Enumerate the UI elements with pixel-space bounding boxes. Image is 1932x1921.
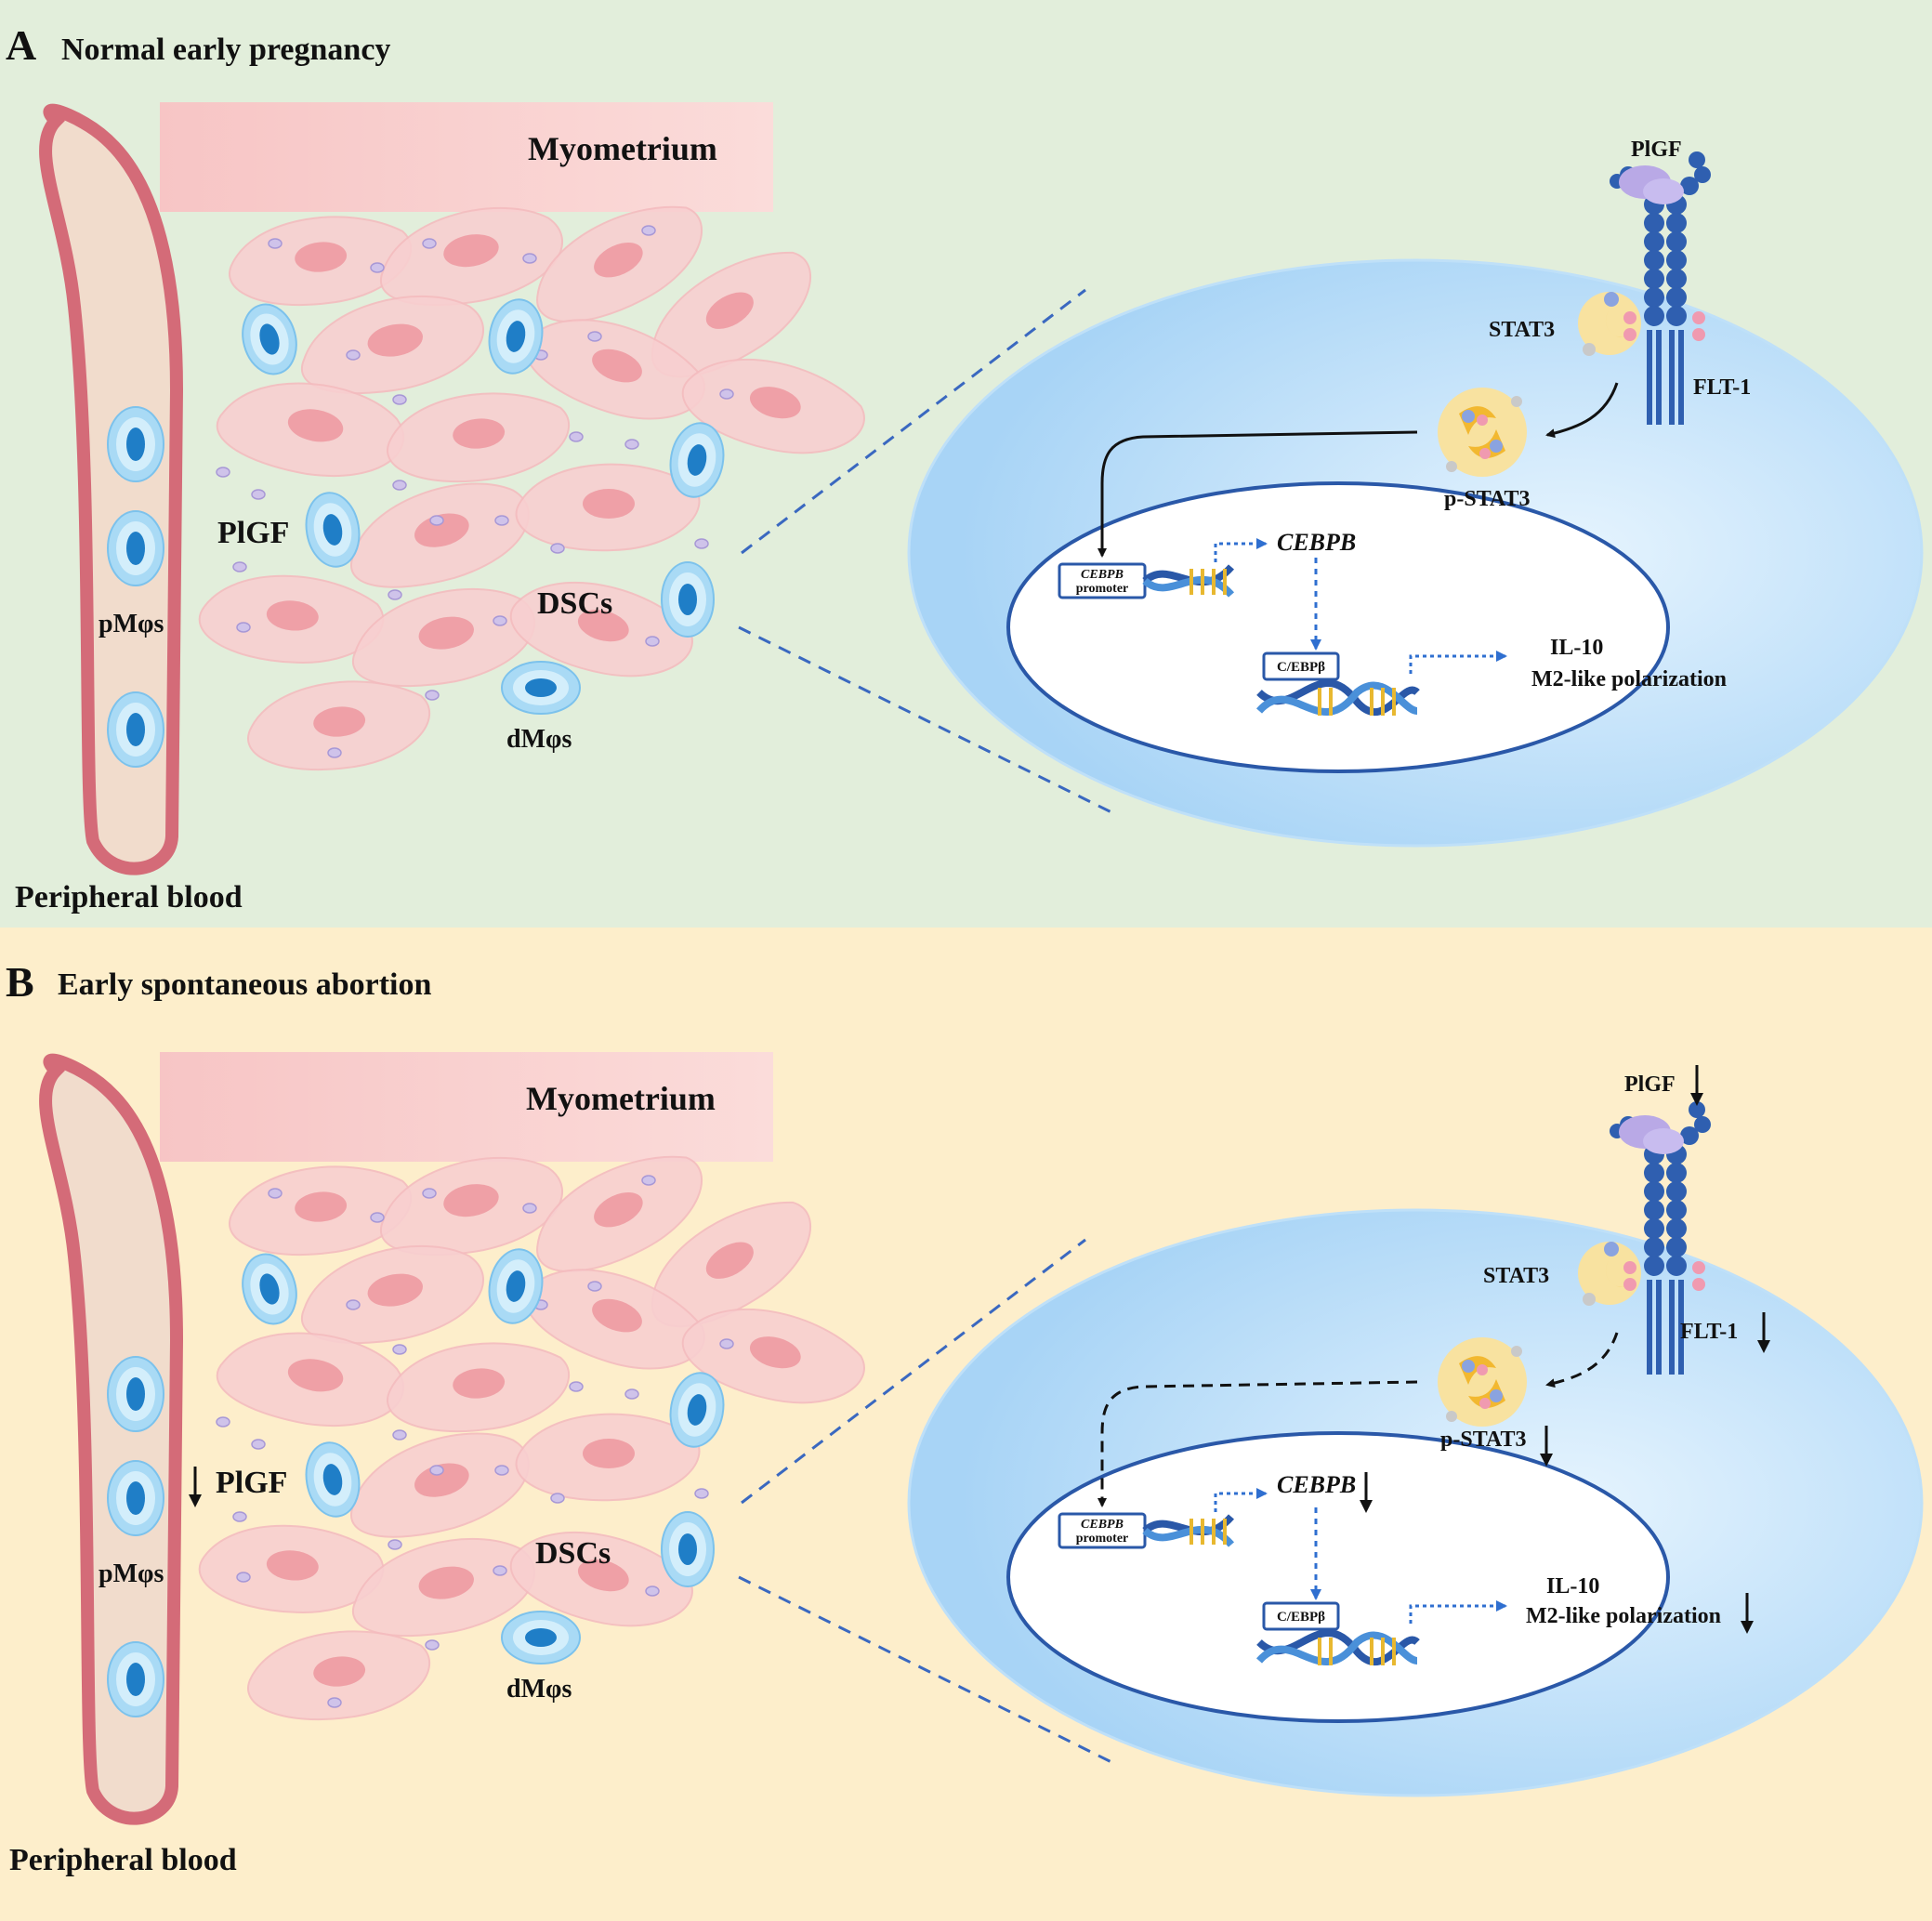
promoter-gene-label: CEBPB	[1081, 1518, 1124, 1532]
pstat3-label: p-STAT3	[1440, 1428, 1526, 1452]
dscs-label: DSCs	[537, 586, 612, 621]
cebpb-protein-label: C/EBPβ	[1277, 660, 1325, 675]
m2-polarization-label: M2-like polarization	[1526, 1604, 1721, 1628]
panel-title: Early spontaneous abortion	[58, 967, 431, 1002]
cebpb-protein-label: C/EBPβ	[1277, 1610, 1325, 1625]
cebpb-gene-label: CEBPB	[1277, 1471, 1356, 1498]
plgf-tissue-label: PlGF	[216, 1466, 287, 1500]
panel-title: Normal early pregnancy	[61, 33, 390, 67]
cebpb-gene-label: CEBPB	[1277, 529, 1356, 556]
panel-letter: B	[6, 958, 34, 1006]
myometrium-label: Myometrium	[526, 1080, 716, 1117]
pstat3-label: p-STAT3	[1444, 487, 1530, 511]
promoter-label: promoter	[1076, 582, 1129, 596]
dmphis-label: dMφs	[506, 725, 572, 754]
peripheral-blood-label: Peripheral blood	[9, 1843, 237, 1877]
plgf-receptor-label: PlGF	[1631, 138, 1682, 162]
promoter-label: promoter	[1076, 1532, 1129, 1546]
m2-polarization-label: M2-like polarization	[1531, 667, 1727, 691]
flt1-label: FLT-1	[1680, 1320, 1738, 1344]
panel-a: A Normal early pregnancy Myometrium PlGF…	[0, 0, 1932, 928]
pmphis-label: pMφs	[99, 610, 164, 638]
il10-label: IL-10	[1546, 1574, 1599, 1599]
dmphis-label: dMφs	[506, 1675, 572, 1704]
dscs-label: DSCs	[535, 1536, 611, 1571]
il10-label: IL-10	[1550, 636, 1603, 660]
plgf-receptor-label: PlGF	[1624, 1072, 1676, 1097]
flt1-label: FLT-1	[1693, 375, 1751, 400]
stat3-label: STAT3	[1489, 318, 1555, 342]
myometrium-label: Myometrium	[528, 130, 717, 167]
pmphis-label: pMφs	[99, 1559, 164, 1588]
promoter-gene-label: CEBPB	[1081, 568, 1124, 582]
plgf-tissue-label: PlGF	[217, 516, 289, 550]
panel-b: B Early spontaneous abortion Myometrium …	[0, 928, 1932, 1921]
panel-letter: A	[6, 21, 36, 69]
stat3-label: STAT3	[1483, 1264, 1549, 1288]
peripheral-blood-label: Peripheral blood	[15, 880, 243, 914]
